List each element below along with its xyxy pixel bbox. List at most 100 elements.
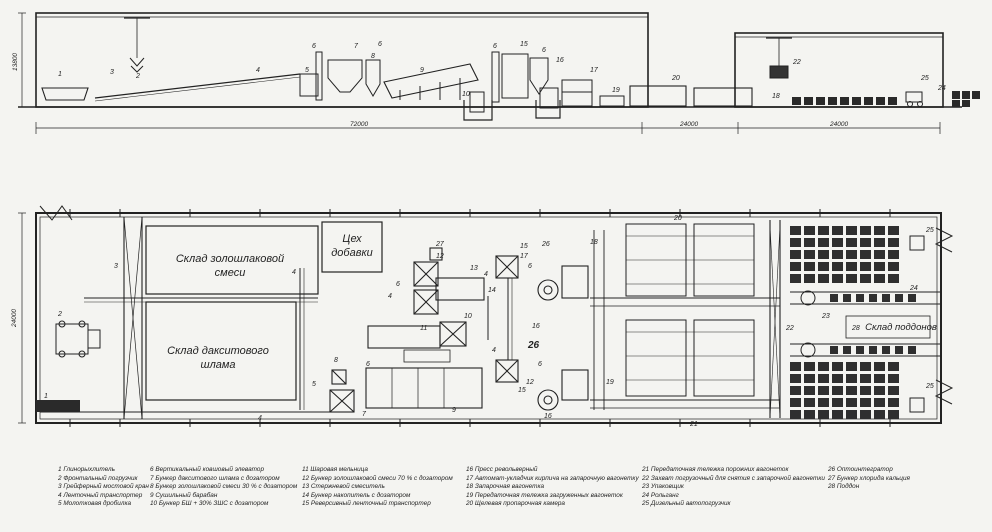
legend-item: 25 Дизельный автопогрузчик <box>642 500 731 508</box>
plan-label: 3 <box>114 263 118 270</box>
room-label-additives-line1: Цех <box>342 233 362 245</box>
pallet <box>846 262 857 271</box>
pallet <box>790 398 801 407</box>
plan-label: 12 <box>436 253 444 260</box>
legend-item: 23 Упаковщик <box>642 483 684 491</box>
pallet <box>846 374 857 383</box>
section-label: 22 <box>792 59 801 66</box>
pallet <box>860 262 871 271</box>
pallet <box>874 238 885 247</box>
plan-callout-26: 26 <box>527 340 540 351</box>
pallet <box>882 346 890 354</box>
pallet <box>832 362 843 371</box>
pallet <box>869 294 877 302</box>
legend-item: 7 Бункер дакситового шлама с дозатором <box>150 474 280 482</box>
plan-label: 7 <box>362 411 367 418</box>
pallet <box>818 374 829 383</box>
pallet <box>790 262 801 271</box>
legend-column-1: 1 Глинорыхлитель 2 Фронтальный погрузчик… <box>58 466 149 509</box>
legend-item: 28 Поддон <box>828 483 860 491</box>
plan-label: 27 <box>435 241 445 248</box>
section-label: 20 <box>671 75 680 82</box>
plan-label: 15 <box>520 243 528 250</box>
section-view <box>18 12 980 134</box>
pallet <box>860 362 871 371</box>
plan-label: 9 <box>452 407 456 414</box>
legend-item: 13 Стержневой смеситель <box>302 483 385 491</box>
section-label: 18 <box>772 93 780 100</box>
pallet <box>874 226 885 235</box>
pallet-grid-bottom <box>790 362 899 419</box>
pallet <box>790 410 801 419</box>
plan-label: 28 <box>851 325 860 332</box>
pallet <box>790 238 801 247</box>
plan-view <box>18 205 954 427</box>
plan-label: 10 <box>464 313 472 320</box>
pallet <box>832 398 843 407</box>
plan-label: 6 <box>538 361 542 368</box>
section-label: 6 <box>493 43 497 50</box>
pallet <box>832 274 843 283</box>
plan-building-outline <box>35 212 942 424</box>
pallet <box>908 346 916 354</box>
room-label-pallets: Склад поддонов <box>865 322 937 333</box>
pallet-row-top <box>830 294 916 302</box>
legend-column-3: 11 Шаровая мельница 12 Бункер золошлаков… <box>302 466 453 509</box>
pallet <box>804 226 815 235</box>
pallet <box>860 410 871 419</box>
section-label: 6 <box>542 47 546 54</box>
plan-label: 16 <box>544 413 552 420</box>
pallet <box>846 226 857 235</box>
legend-item: 18 Запарочная вагонетка <box>466 483 545 491</box>
plan-label: 19 <box>606 379 614 386</box>
pallet <box>888 262 899 271</box>
pallet <box>804 262 815 271</box>
pallet <box>790 386 801 395</box>
steam-chambers <box>625 223 755 397</box>
plan-label: 5 <box>312 381 316 388</box>
pallet <box>882 294 890 302</box>
legend-item: 4 Ленточный транспортер <box>58 491 143 499</box>
plan-label: 4 <box>292 269 296 276</box>
legend-item: 2 Фронтальный погрузчик <box>58 474 138 482</box>
room-label-daksite-line2: шлама <box>200 359 235 371</box>
legend-item: 6 Вертикальный ковшовый элеватор <box>150 466 264 473</box>
pallet <box>832 226 843 235</box>
legend-item: 5 Молотковая дробилка <box>58 500 132 508</box>
section-label: 1 <box>58 71 62 78</box>
pallet <box>888 250 899 259</box>
pallet <box>832 262 843 271</box>
section-label: 4 <box>256 67 260 74</box>
plan-label: 15 <box>518 387 526 394</box>
room-label-ash-mix-line2: смеси <box>215 267 246 279</box>
pallet <box>843 346 851 354</box>
section-label: 17 <box>590 67 599 74</box>
pallet <box>804 386 815 395</box>
pallet <box>860 238 871 247</box>
pallet <box>888 226 899 235</box>
plan-label: 22 <box>785 325 794 332</box>
pallet <box>856 294 864 302</box>
section-annex-building <box>734 32 944 108</box>
pallet <box>908 294 916 302</box>
pallet <box>818 386 829 395</box>
pallet <box>846 398 857 407</box>
section-label: 3 <box>110 69 114 76</box>
plan-label: 23 <box>821 313 830 320</box>
plan-label: 25 <box>925 383 934 390</box>
legend-item: 20 Щелевая пропарочная камера <box>466 500 565 508</box>
plan-label: 16 <box>532 323 540 330</box>
section-pallets <box>792 91 980 107</box>
pallet <box>790 274 801 283</box>
room-label-ash-mix-line1: Склад золошлаковой <box>176 253 284 265</box>
legend-item: 22 Захват погрузочный для снятия с запар… <box>642 474 825 482</box>
pallet <box>846 250 857 259</box>
pallet <box>895 294 903 302</box>
plan-label: 26 <box>541 241 550 248</box>
pallet <box>888 362 899 371</box>
legend-item: 17 Автомат-укладчик кирпича на запарочну… <box>466 474 639 482</box>
pallet <box>830 294 838 302</box>
room-label-daksite-line1: Склад дакситового <box>167 345 269 357</box>
legend-item: 21 Передаточная тележка порожних вагонет… <box>642 466 789 473</box>
pallet <box>874 374 885 383</box>
